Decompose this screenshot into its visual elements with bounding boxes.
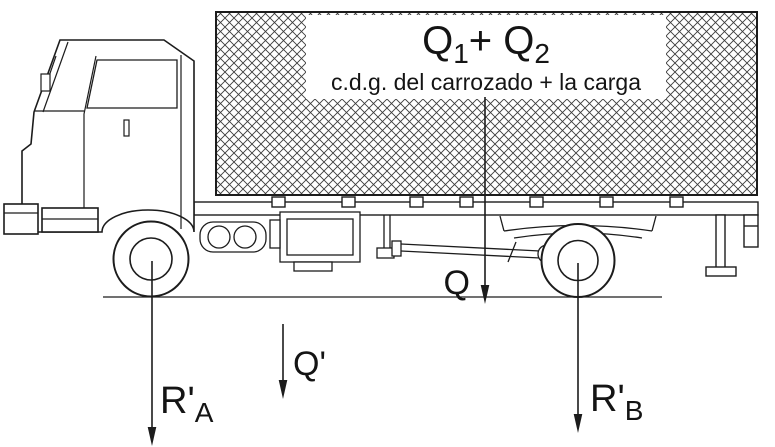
- shaft-lines: [400, 243, 541, 259]
- front-reaction-arrow: [147, 261, 157, 446]
- frame-bracket: [599, 196, 614, 208]
- side-step: [41, 207, 99, 233]
- front-hub: [129, 237, 173, 281]
- tool-box-bracket: [269, 219, 281, 249]
- tool-box: [269, 211, 361, 272]
- rear-reaction-arrowhead: [573, 414, 583, 433]
- rear-crossmember: [743, 214, 759, 248]
- force-arrows: [147, 97, 583, 446]
- frame-bracket: [669, 196, 684, 208]
- cargo-label-background: [306, 15, 666, 99]
- resultant-load-arrow: [480, 97, 490, 304]
- frame-bracket: [341, 196, 356, 208]
- chassis-weight-arrowhead: [278, 380, 288, 399]
- spring-shackle-rear: [651, 215, 657, 232]
- front-bumper: [3, 203, 39, 235]
- cdg-caption: c.d.g. del carrozado + la carga: [331, 69, 641, 95]
- resultant-load-arrowhead: [480, 285, 490, 304]
- label-chassis-weight: Q': [293, 345, 326, 383]
- windshield-inner-line: [42, 41, 69, 113]
- label-rear-reaction: R'B: [590, 378, 643, 426]
- frame-bracket: [271, 196, 286, 208]
- driveshaft: [391, 240, 557, 264]
- u-joint: [391, 240, 402, 257]
- frame-bracket: [459, 196, 474, 208]
- chassis-weight-arrow: [278, 324, 288, 399]
- cargo-box: [215, 11, 758, 196]
- tank-end: [207, 225, 231, 249]
- door-window: [86, 59, 178, 109]
- door-handle: [123, 119, 130, 137]
- front-reaction-arrowhead: [147, 427, 157, 446]
- tool-box-step: [293, 261, 333, 272]
- rear-reaction-arrow: [573, 263, 583, 433]
- mirror-glass: [40, 73, 51, 92]
- underride-foot: [705, 266, 737, 277]
- tool-box-inner: [286, 218, 354, 256]
- truck-cab: [3, 39, 195, 235]
- fuel-tank: [199, 221, 267, 253]
- step-body: [41, 207, 99, 233]
- tank-end: [233, 225, 257, 249]
- shock-absorber: [507, 241, 517, 263]
- bumper-body: [3, 203, 39, 235]
- label-front-reaction: R'A: [160, 380, 214, 428]
- underride-bar: [715, 214, 726, 270]
- side-mirror: [40, 55, 57, 92]
- label-total-load: Q: [444, 264, 470, 302]
- door-front-seam: [83, 55, 97, 229]
- exhaust-hanger: [376, 215, 395, 259]
- spring-shackle-front: [499, 215, 505, 232]
- force-label-group: Q Q' R'A R'B: [160, 264, 643, 428]
- frame-bracket: [529, 196, 544, 208]
- load-title: Q1+ Q2: [422, 19, 550, 69]
- front-wheel: [112, 220, 190, 298]
- frame-bracket: [409, 196, 424, 208]
